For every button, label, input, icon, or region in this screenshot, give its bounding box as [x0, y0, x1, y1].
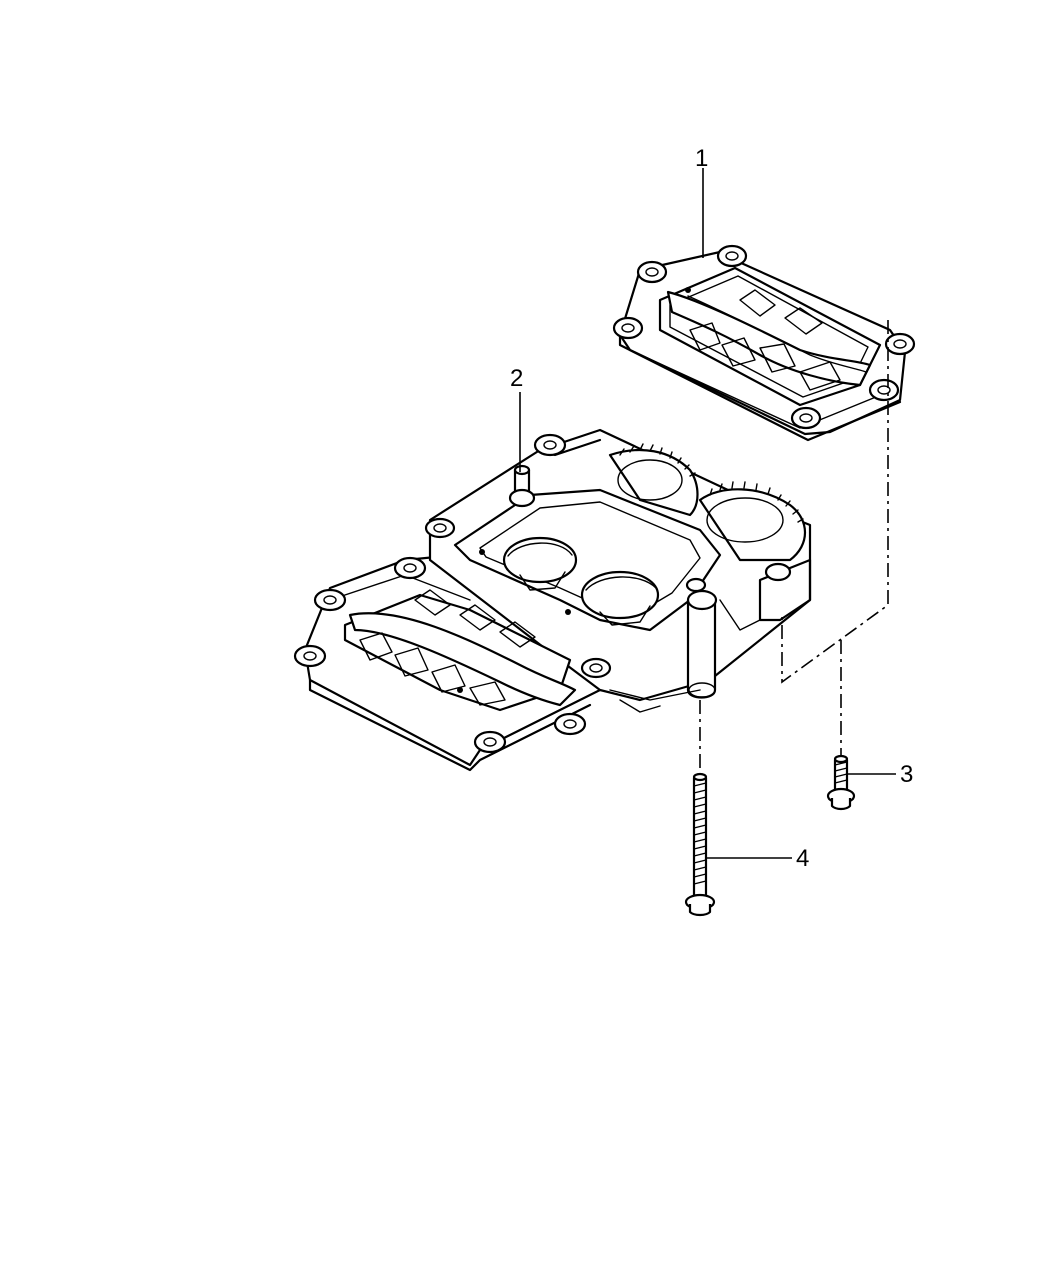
callout-4: 4 [796, 845, 809, 872]
leader-lines [519, 168, 896, 859]
part-2-balance-shaft-assembly [293, 428, 812, 772]
part-1-cover [612, 244, 916, 442]
callout-3: 3 [900, 761, 913, 788]
callout-1: 1 [695, 145, 708, 172]
assembly-lines [699, 320, 889, 775]
part-4-long-bolt [684, 772, 716, 917]
callout-2: 2 [510, 365, 523, 392]
part-3-short-bolt [826, 754, 856, 811]
